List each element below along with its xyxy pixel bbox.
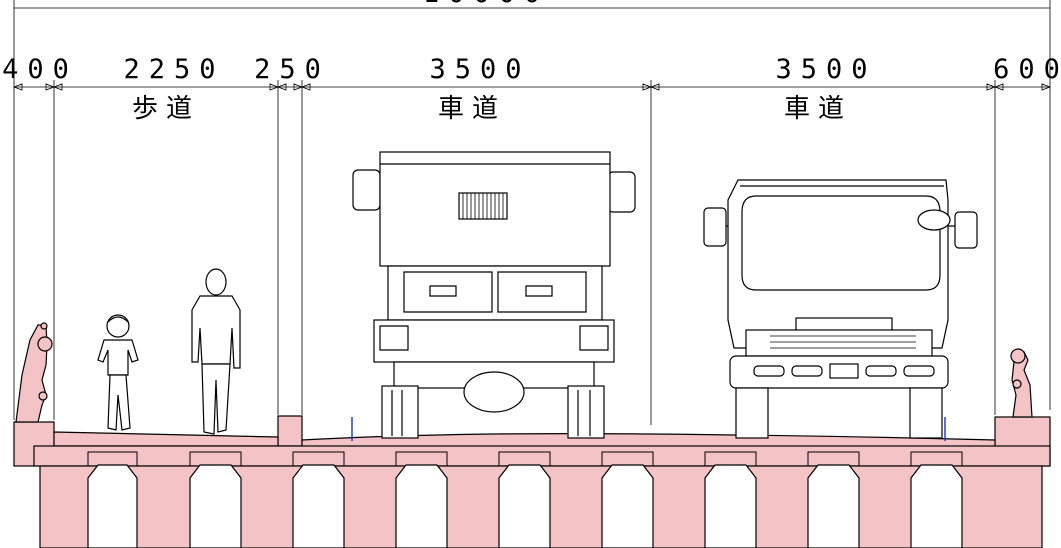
pedestrian-child-icon xyxy=(97,314,139,431)
dimension-250: 250 xyxy=(254,54,330,85)
lane-label-roadway-right: 車道 xyxy=(784,94,852,124)
dimension-400: 400 xyxy=(2,54,78,85)
overall-dimension: 10000 xyxy=(13,0,1051,60)
overall-dimension-label: 10000 xyxy=(423,0,549,9)
truck-front-icon xyxy=(703,179,978,439)
dimension-600: 600 xyxy=(993,54,1061,85)
girder-voids xyxy=(87,464,963,548)
left-railing xyxy=(15,322,53,423)
truck-rear-icon xyxy=(352,151,636,439)
lane-label-roadway-left: 車道 xyxy=(438,94,506,124)
dimension-3500-left: 3500 xyxy=(429,54,530,85)
girder-caps xyxy=(87,451,963,466)
lane-label-sidewalk: 歩道 xyxy=(132,94,200,124)
dimension-3500-right: 3500 xyxy=(775,54,876,85)
segment-dimension-line xyxy=(12,62,1052,425)
dimension-2250: 2250 xyxy=(123,54,224,85)
right-railing xyxy=(1010,348,1033,418)
pedestrian-adult-icon xyxy=(191,268,241,435)
